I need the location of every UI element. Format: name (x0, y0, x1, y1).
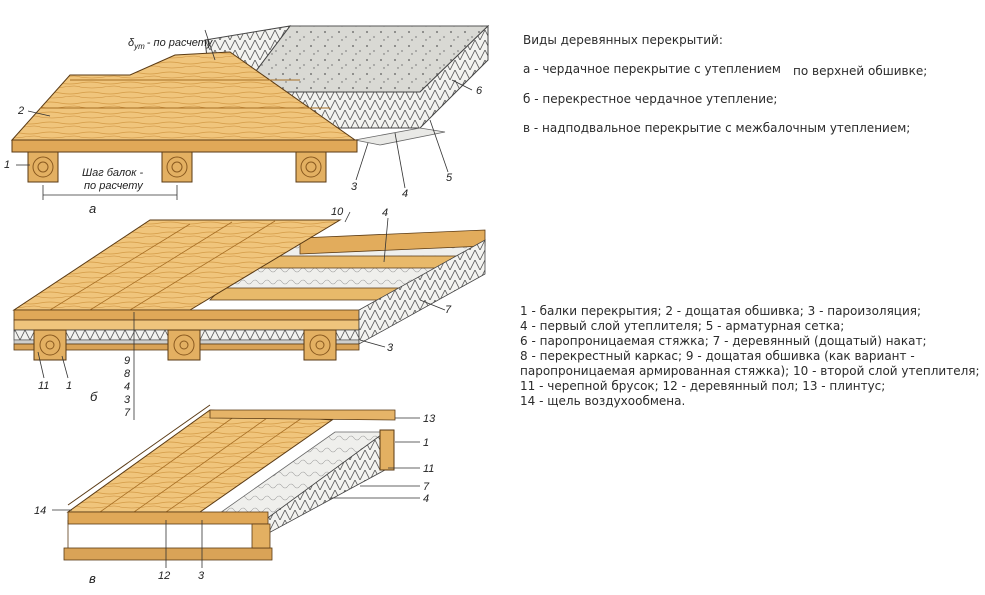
fig-a-spacing-line2: по расчету (84, 180, 144, 192)
board-front-edge (13, 309, 360, 321)
stack-label-7: 7 (124, 407, 131, 419)
beam-b-1 (33, 329, 67, 361)
callout-b-1: 1 (66, 380, 72, 392)
cross-frame-front (13, 319, 360, 331)
callout-b-7: 7 (445, 304, 452, 316)
legend-line-5: паропроницаемая армированная стяжка); 10… (520, 364, 980, 378)
callout-a-3: 3 (351, 181, 358, 193)
stack-label-3: 3 (124, 394, 131, 406)
stack-label-8: 8 (124, 368, 131, 380)
callout-b-11: 11 (38, 380, 49, 392)
joist-side (251, 523, 271, 549)
baseboard (209, 409, 396, 421)
type-b-text: б - перекрестное чердачное утепление; (523, 92, 778, 106)
figure-b: 10 4 7 3 11 1 9 8 4 3 7 б (12, 206, 486, 420)
callout-v-12: 12 (158, 570, 170, 582)
beam-3 (295, 151, 327, 183)
stack-side (358, 239, 486, 345)
legend-line-6: 11 - черепной брусок; 12 - деревянный по… (520, 379, 886, 393)
callout-v-14: 14 (34, 505, 46, 517)
callout-a-6: 6 (476, 85, 483, 97)
legend-line-1: 1 - балки перекрытия; 2 - дощатая обшивк… (520, 304, 922, 318)
callout-b-10: 10 (331, 206, 344, 218)
type-v-text: в - надподвальное перекрытие с межбалочн… (523, 121, 911, 135)
beam-b-3 (303, 329, 337, 361)
beam-b-2 (167, 329, 201, 361)
callout-v-11: 11 (423, 463, 434, 475)
page-title: Виды деревянных перекрытий: (523, 33, 723, 47)
fig-v-letter: в (89, 571, 96, 586)
beam-1 (27, 151, 59, 183)
figure-a: δут- по расчету Шаг балок - по расчету 1… (4, 24, 490, 216)
legend-line-2: 4 - первый слой утеплителя; 5 - арматурн… (520, 319, 845, 333)
callout-v-3: 3 (198, 570, 205, 582)
callout-v-7: 7 (423, 481, 430, 493)
fig-a-letter: а (89, 201, 96, 216)
floor-front-edge (67, 511, 269, 525)
callout-v-4: 4 (423, 493, 429, 505)
fig-a-spacing-line1: Шаг балок - (82, 167, 143, 179)
type-a-text: а - чердачное перекрытие с утеплением (523, 62, 781, 76)
legend-line-3: 6 - паропроницаемая стяжка; 7 - деревянн… (520, 334, 927, 348)
stack-label-9: 9 (124, 355, 130, 367)
callout-a-1: 1 (4, 159, 10, 171)
beam-v-1 (379, 429, 395, 471)
vapor-barrier (354, 127, 446, 146)
fig-a-dim-label: δут- по расчету (128, 37, 214, 51)
cross-frame-bar-1 (249, 255, 471, 269)
boards-front-edge (11, 139, 358, 153)
callout-v-13: 13 (423, 413, 436, 425)
callout-b-3: 3 (387, 342, 394, 354)
type-a-text-cont: по верхней обшивке; (793, 64, 928, 78)
callout-b-4: 4 (382, 207, 388, 219)
callout-a-2: 2 (17, 105, 24, 117)
callout-a-4: 4 (402, 188, 408, 200)
callout-a-5: 5 (446, 172, 453, 184)
figure-v: 13 1 11 7 4 14 12 3 в (34, 404, 436, 586)
callout-v-1: 1 (423, 437, 429, 449)
fig-b-letter: б (90, 389, 98, 404)
beam-2 (161, 151, 193, 183)
bottom-beam (63, 547, 273, 561)
legend-line-7: 14 - щель воздухообмена. (520, 394, 686, 408)
legend-line-4: 8 - перекрестный каркас; 9 - дощатая обш… (520, 349, 915, 363)
stack-label-4: 4 (124, 381, 130, 393)
